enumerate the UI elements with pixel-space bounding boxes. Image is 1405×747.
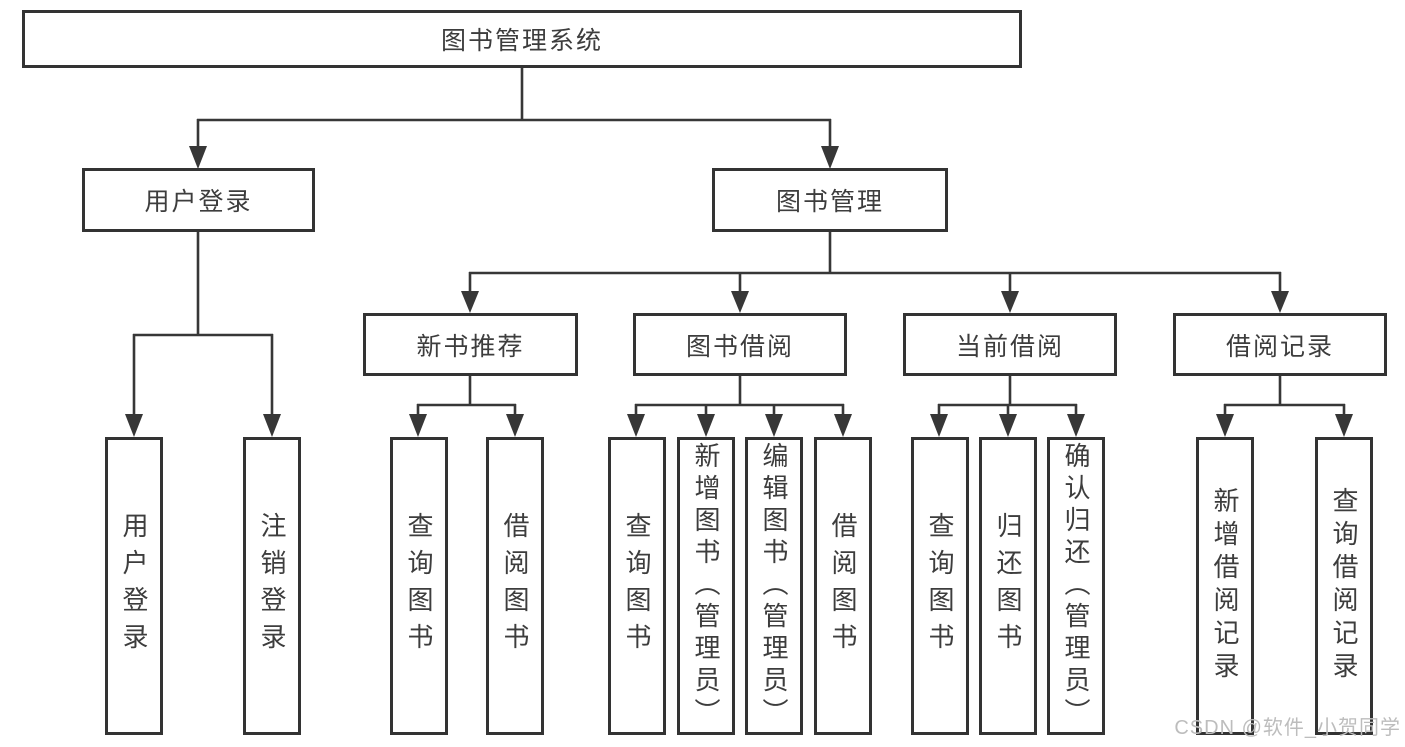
connector-new-book-rec-to-leaves (409, 375, 524, 437)
arrowhead (263, 414, 281, 437)
node-root-label: 图书管理系统 (440, 27, 603, 55)
connector-borrow-record-to-leaves (1216, 375, 1353, 437)
arrowhead (731, 291, 749, 313)
arrowhead (834, 414, 852, 437)
leaf-label: 确认归还（管理员） (1061, 442, 1091, 730)
arrowhead (765, 414, 783, 437)
watermark-text: CSDN @软件_小贺同学 (1174, 717, 1401, 739)
connector-book-borrow-to-leaves (627, 375, 852, 437)
leaf-return-books: 归还图书 (979, 437, 1037, 735)
leaf-confirm-return-admin: 确认归还（管理员） (1047, 437, 1105, 735)
leaf-edit-book-admin: 编辑图书（管理员） (745, 437, 803, 735)
leaf-label: 借阅图书 (828, 512, 858, 660)
connector-book-mgmt-to-level3 (461, 231, 1289, 313)
arrowhead (1335, 414, 1353, 437)
leaf-label: 新增图书（管理员） (691, 442, 721, 730)
connector-root-to-level2 (189, 68, 839, 169)
node-book-mgmt: 图书管理 (712, 168, 948, 232)
leaf-label: 借阅图书 (500, 512, 530, 660)
node-user-login: 用户登录 (82, 168, 315, 232)
leaf-current-query-books: 查询图书 (911, 437, 969, 735)
leaf-label: 编辑图书（管理员） (759, 442, 789, 730)
leaf-query-borrow-record: 查询借阅记录 (1315, 437, 1373, 735)
leaf-label: 查询借阅记录 (1329, 487, 1359, 685)
node-borrow-record-label: 借阅记录 (1225, 332, 1334, 361)
node-new-book-rec-label: 新书推荐 (416, 332, 525, 361)
arrowhead (409, 414, 427, 437)
leaf-user-login: 用户登录 (105, 437, 163, 735)
node-new-book-rec: 新书推荐 (363, 313, 578, 376)
connector-current-borrow-to-leaves (930, 375, 1085, 437)
leaf-label: 归还图书 (993, 512, 1023, 660)
leaf-label: 查询图书 (404, 512, 434, 660)
leaf-add-book-admin: 新增图书（管理员） (677, 437, 735, 735)
node-user-login-label: 用户登录 (144, 188, 253, 216)
leaf-label: 用户登录 (119, 512, 149, 660)
leaf-borrow-query-books: 查询图书 (608, 437, 666, 735)
arrowhead (1001, 291, 1019, 313)
node-root: 图书管理系统 (22, 10, 1022, 68)
connector-user-login-to-leaves (125, 231, 281, 437)
node-book-borrow: 图书借阅 (633, 313, 847, 376)
arrowhead (930, 414, 948, 437)
arrowhead (821, 146, 839, 169)
arrowhead (627, 414, 645, 437)
node-current-borrow: 当前借阅 (903, 313, 1117, 376)
node-borrow-record: 借阅记录 (1173, 313, 1387, 376)
leaf-borrow-borrow-books: 借阅图书 (814, 437, 872, 735)
leaf-label: 新增借阅记录 (1210, 487, 1240, 685)
arrowhead (125, 414, 143, 437)
node-book-borrow-label: 图书借阅 (685, 332, 794, 361)
leaf-add-borrow-record: 新增借阅记录 (1196, 437, 1254, 735)
arrowhead (189, 146, 207, 169)
arrowhead (1271, 291, 1289, 313)
leaf-rec-borrow-books: 借阅图书 (486, 437, 544, 735)
leaf-label: 查询图书 (622, 512, 652, 660)
leaf-label: 注销登录 (257, 512, 287, 660)
node-book-mgmt-label: 图书管理 (775, 188, 884, 216)
arrowhead (461, 291, 479, 313)
arrowhead (1216, 414, 1234, 437)
arrowhead (1067, 414, 1085, 437)
leaf-logout: 注销登录 (243, 437, 301, 735)
node-current-borrow-label: 当前借阅 (955, 332, 1064, 361)
leaf-label: 查询图书 (925, 512, 955, 660)
arrowhead (697, 414, 715, 437)
arrowhead (999, 414, 1017, 437)
leaf-rec-query-books: 查询图书 (390, 437, 448, 735)
arrowhead (506, 414, 524, 437)
